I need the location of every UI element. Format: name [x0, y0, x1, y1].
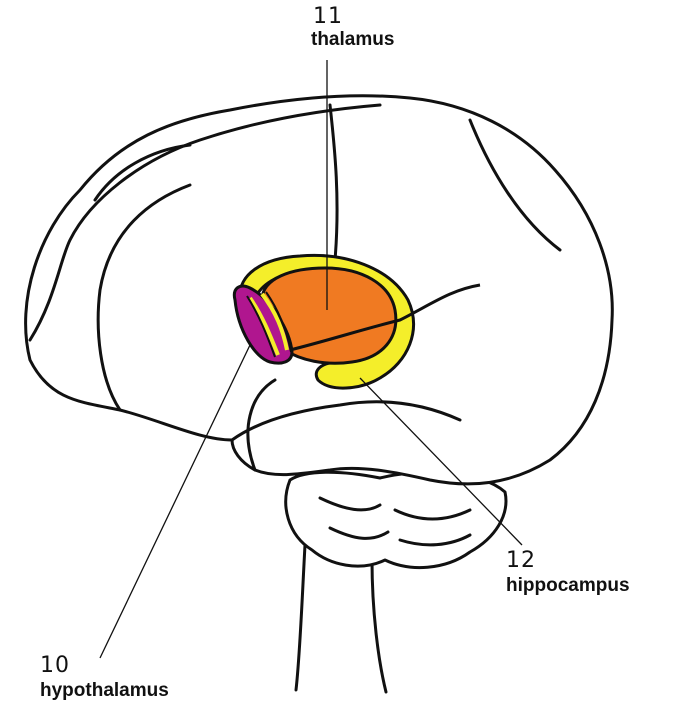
hippocampus-name: hippocampus [506, 576, 630, 595]
thalamus-name: thalamus [311, 30, 394, 49]
brainstem [296, 545, 386, 692]
hypothalamus-label: 10 hypothalamus [40, 655, 169, 700]
thalamus-number: 11 [313, 6, 394, 28]
hypothalamus-name: hypothalamus [40, 681, 169, 700]
cerebellum [286, 472, 506, 567]
thalamus-label: 11 thalamus [313, 6, 394, 49]
hypothalamus-number: 10 [40, 655, 169, 677]
hippocampus-number: 12 [506, 550, 630, 572]
hippocampus-label: 12 hippocampus [506, 550, 630, 595]
